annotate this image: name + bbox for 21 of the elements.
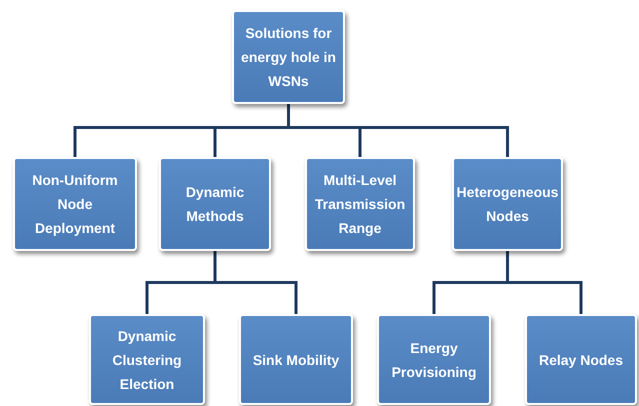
box-label: Multi-Level Transmission Range	[314, 171, 406, 238]
box-label: Energy Provisioning	[390, 338, 478, 382]
category-box	[13, 157, 137, 251]
connector-line	[214, 251, 298, 314]
category-box	[232, 10, 345, 104]
category-box	[377, 314, 491, 405]
box-label: Non-Uniform Node Deployment	[31, 171, 119, 238]
box-label: Dynamic Clustering Election	[111, 326, 183, 394]
category-box	[452, 157, 563, 251]
category-box	[239, 314, 353, 405]
box-label: Relay Nodes	[538, 350, 624, 370]
category-box	[305, 157, 415, 251]
connector-line	[506, 251, 582, 314]
box-label: Heterogeneous Nodes	[456, 183, 560, 226]
box-label: Dynamic Methods	[184, 183, 246, 226]
category-box	[525, 314, 637, 405]
category-box	[159, 157, 271, 251]
connector-line	[287, 104, 509, 157]
box-label: Solutions for energy hole in WSNs	[240, 24, 337, 91]
box-label: Sink Mobility	[252, 350, 340, 370]
category-box	[89, 314, 205, 405]
